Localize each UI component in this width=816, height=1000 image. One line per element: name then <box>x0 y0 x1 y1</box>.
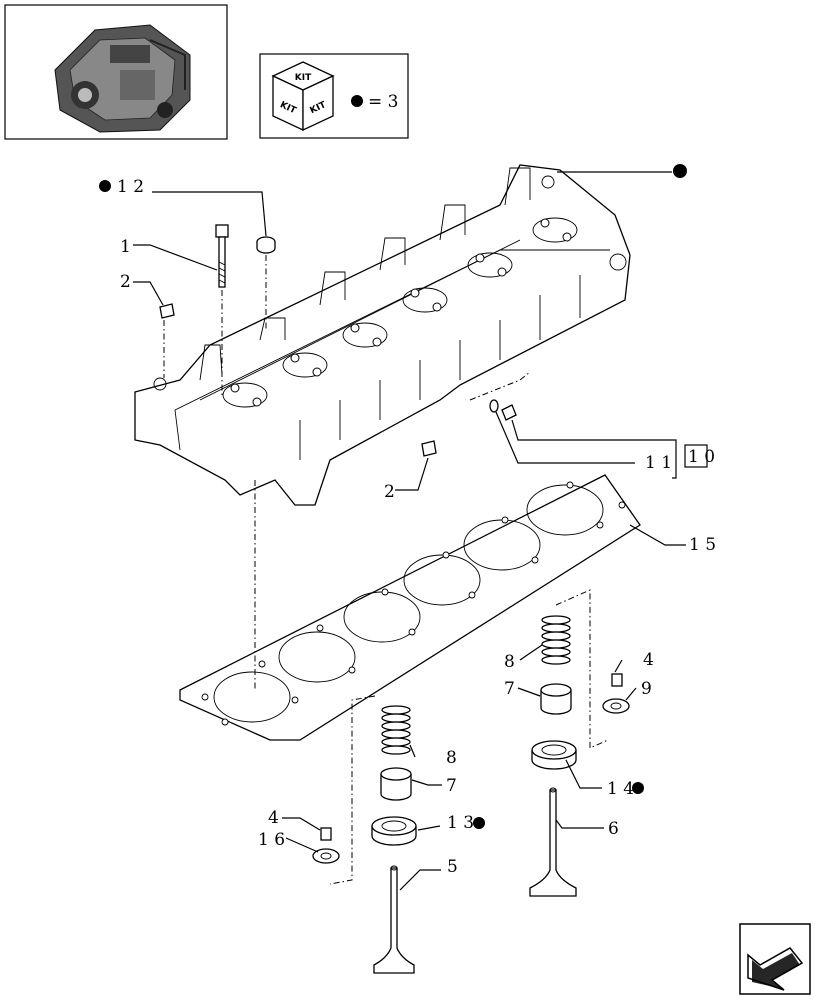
callout-10[interactable]: 1 0 <box>688 447 715 467</box>
assembly-lines <box>163 255 609 885</box>
callout-2-bottom[interactable]: 2 <box>384 482 395 502</box>
engine-thumbnail[interactable] <box>4 4 228 140</box>
engine-icon <box>54 24 191 133</box>
top-bullet-icon <box>673 164 687 178</box>
valve-seat-left[interactable] <box>371 816 417 846</box>
exhaust-valve[interactable] <box>529 787 577 897</box>
callout-13-bullet-icon <box>473 817 485 829</box>
valve-seal-right[interactable] <box>540 683 572 715</box>
arrow-left-icon <box>747 947 804 991</box>
callout-8-right[interactable]: 8 <box>504 652 515 672</box>
spring-retainer-right[interactable] <box>602 698 630 714</box>
callout-14-bullet-icon <box>632 782 644 794</box>
back-nav-button[interactable] <box>739 923 811 995</box>
head-bolt[interactable] <box>215 224 229 288</box>
kit-cube-icon: KIT KIT KIT <box>271 61 335 132</box>
screw-and-washer[interactable] <box>489 399 517 421</box>
callout-2-top[interactable]: 2 <box>120 272 131 292</box>
callout-6[interactable]: 6 <box>608 819 619 839</box>
cylinder-head[interactable] <box>134 164 631 506</box>
intake-valve[interactable] <box>373 865 415 974</box>
head-gasket[interactable] <box>179 474 641 741</box>
callout-4-right[interactable]: 4 <box>643 650 654 670</box>
callout-14[interactable]: 1 4 <box>607 779 634 799</box>
valve-seat-right[interactable] <box>531 740 577 770</box>
callout-11[interactable]: 1 1 <box>645 453 672 473</box>
callout-12-bullet-icon <box>99 180 111 192</box>
valve-spring-left[interactable] <box>381 705 411 755</box>
callout-7-left[interactable]: 7 <box>446 776 457 796</box>
valve-seal-left[interactable] <box>380 767 412 801</box>
small-plug-side[interactable] <box>421 440 437 457</box>
kit-legend-text: = 3 <box>368 92 398 112</box>
callout-15[interactable]: 1 5 <box>689 535 716 555</box>
callout-10-box <box>684 444 708 468</box>
callout-1[interactable]: 1 <box>120 237 131 257</box>
callout-5[interactable]: 5 <box>447 857 458 877</box>
callout-4-left[interactable]: 4 <box>268 808 279 828</box>
callout-9[interactable]: 9 <box>641 679 652 699</box>
cube-text-top: KIT <box>295 73 312 83</box>
kit-legend-box: KIT KIT KIT = 3 <box>259 53 409 139</box>
cap-plug[interactable] <box>256 236 276 254</box>
callout-labels: 1 2 1 2 2 1 1 1 0 1 5 8 7 4 9 8 7 1 4 4 … <box>117 177 716 877</box>
valve-spring-right[interactable] <box>541 615 571 665</box>
small-plug-top[interactable] <box>159 303 175 319</box>
callout-7-right[interactable]: 7 <box>504 679 515 699</box>
callout-16[interactable]: 1 6 <box>258 830 285 850</box>
spring-retainer-left[interactable] <box>312 848 340 864</box>
callout-12[interactable]: 1 2 <box>117 177 144 197</box>
valve-cotter-left[interactable] <box>320 827 332 841</box>
kit-bullet-icon <box>351 95 363 107</box>
leader-lines <box>133 171 686 891</box>
callout-8-left[interactable]: 8 <box>446 748 457 768</box>
valve-cotter-right[interactable] <box>611 673 623 687</box>
callout-13[interactable]: 1 3 <box>447 813 474 833</box>
